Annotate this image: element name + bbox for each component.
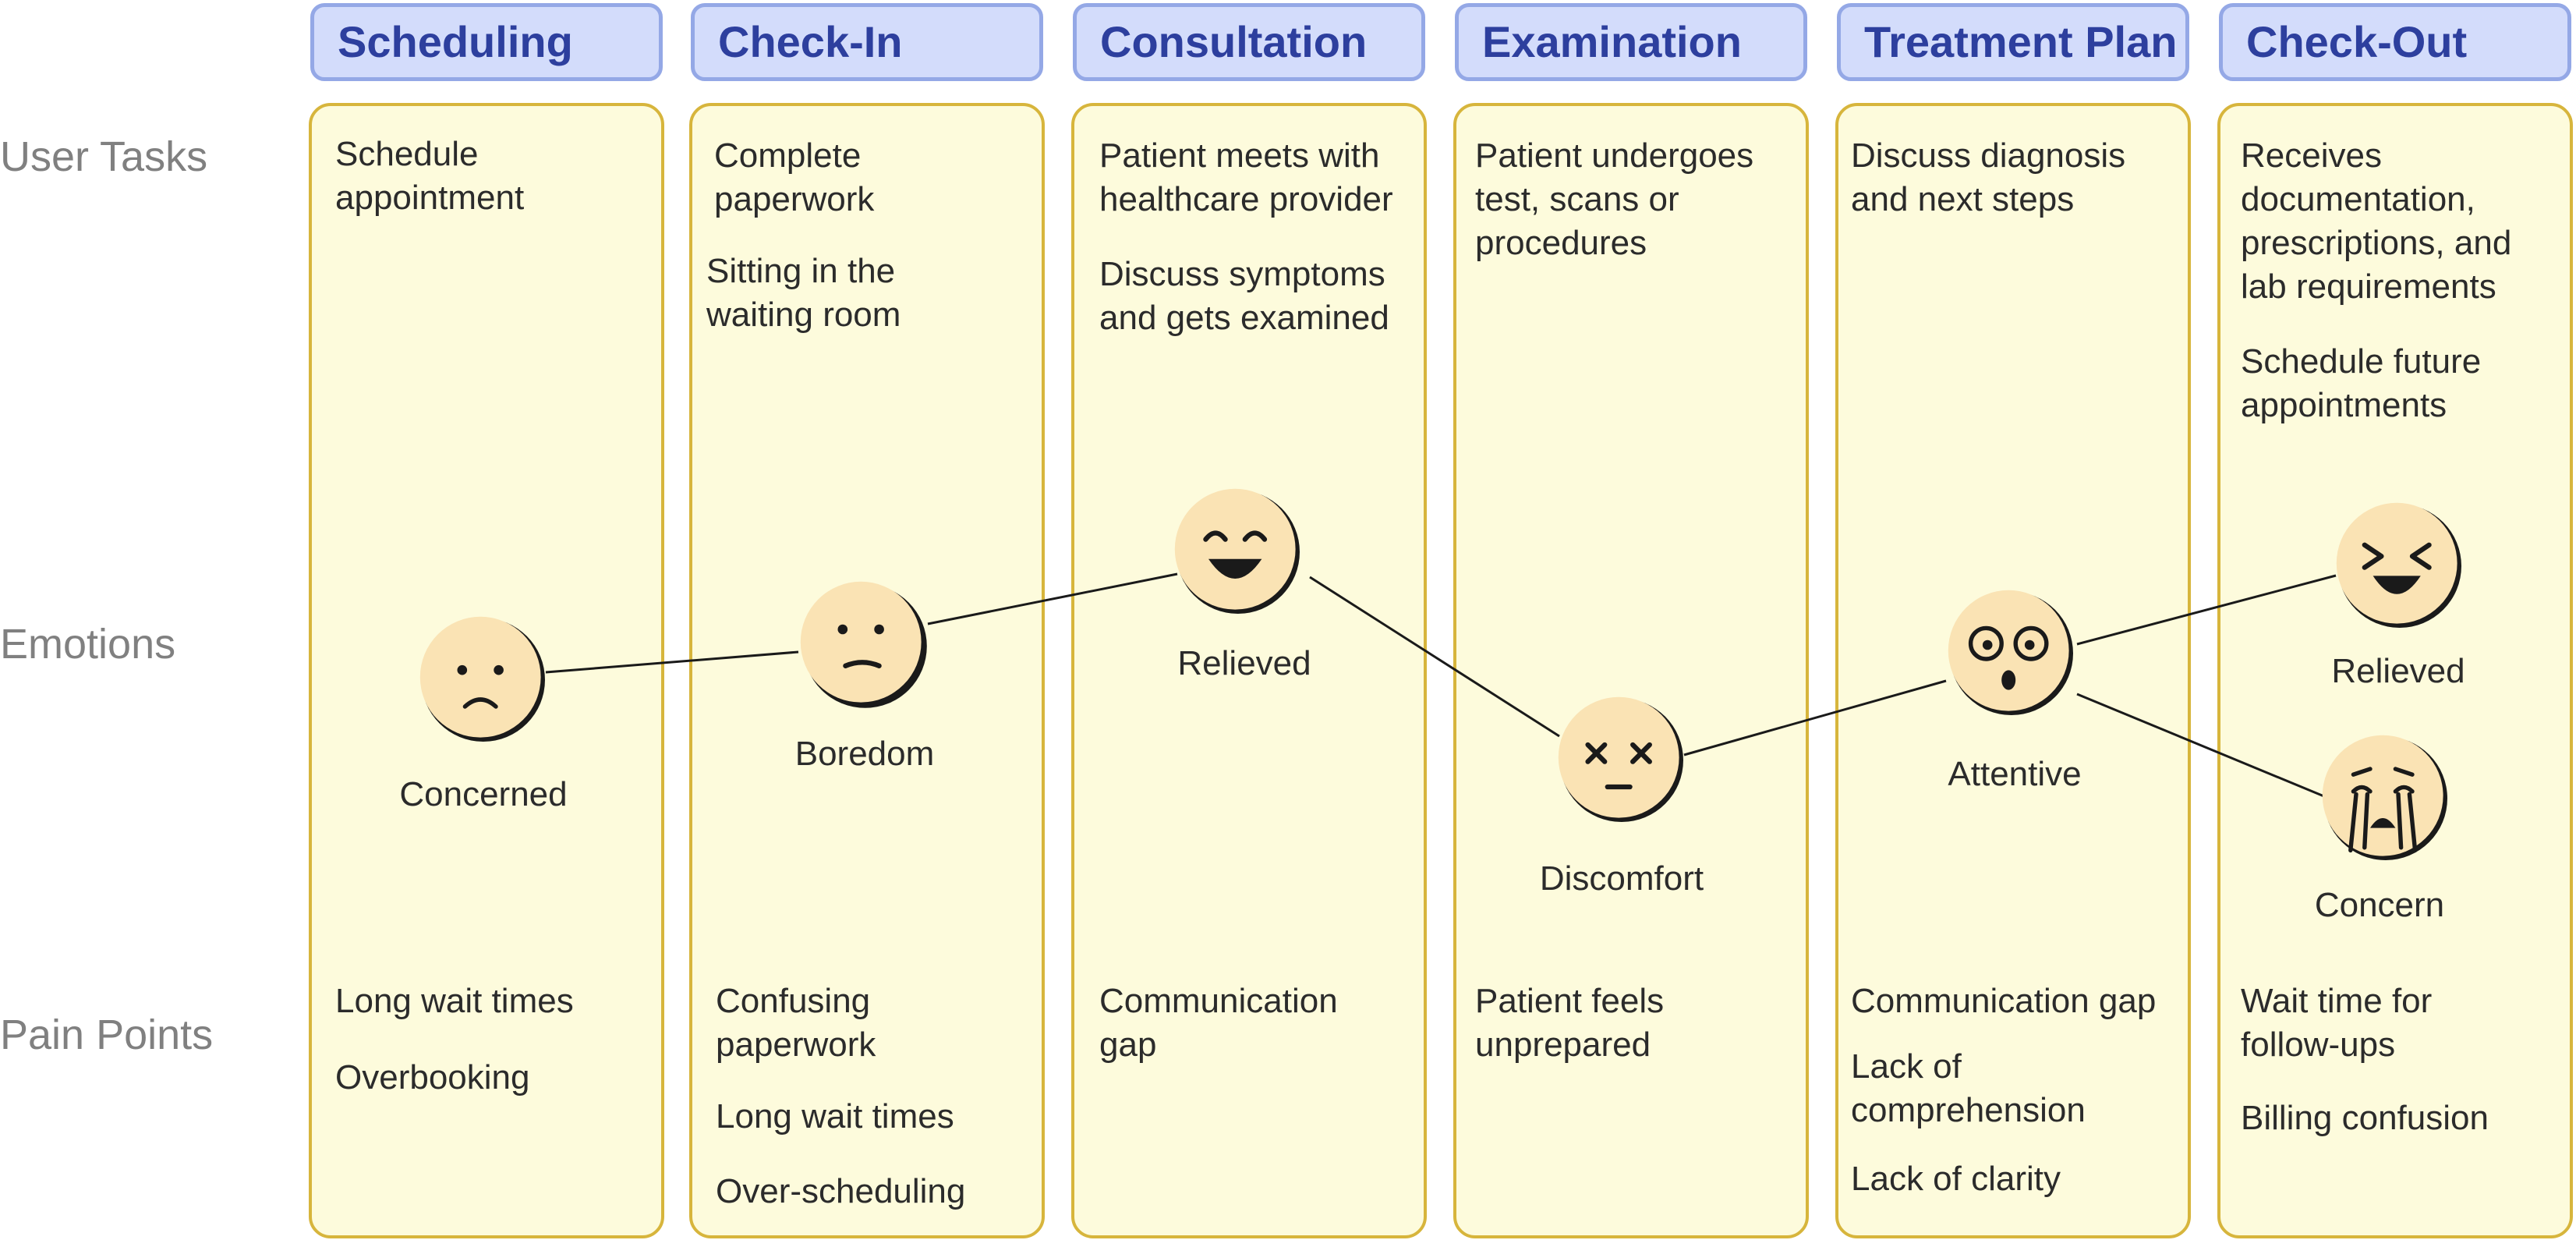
- task-item: Patient undergoes test, scans or procedu…: [1475, 136, 1754, 262]
- tasks-examination: Patient undergoes test, scans or procedu…: [1475, 134, 1787, 265]
- pains-examination: Patient feels unprepared: [1475, 980, 1709, 1067]
- pains-treatment-plan: Communication gap Lack of comprehension …: [1851, 980, 2194, 1201]
- task-item: Patient meets with healthcare provider: [1099, 136, 1393, 218]
- stage-column-consultation: [1071, 103, 1427, 1238]
- pain-item: Communication gap: [1851, 982, 2157, 1020]
- row-label-user-tasks: User Tasks: [0, 133, 208, 180]
- pain-item: Lack of comprehension: [1851, 1047, 2086, 1129]
- pain-item: Over-scheduling: [716, 1172, 966, 1210]
- stage-header-check-out: Check-Out: [2219, 3, 2571, 81]
- task-item: Schedule appointment: [335, 135, 525, 217]
- tasks-check-in: Complete paperwork Sitting in the waitin…: [706, 134, 940, 337]
- emotion-label-consultation: Relieved: [1177, 644, 1311, 682]
- pain-item: Long wait times: [335, 982, 574, 1020]
- pain-item: Confusing paperwork: [716, 982, 876, 1064]
- pains-consultation: Communication gap: [1099, 980, 1364, 1067]
- pains-scheduling: Long wait times Overbooking: [335, 980, 647, 1100]
- stage-header-consultation: Consultation: [1073, 3, 1425, 81]
- emotion-connector: [545, 650, 799, 674]
- pain-item: Billing confusion: [2241, 1099, 2489, 1137]
- laughing-face-icon: [2328, 494, 2468, 635]
- pain-item: Communication gap: [1099, 982, 1338, 1064]
- pain-item: Wait time for follow-ups: [2241, 982, 2433, 1064]
- crying-face-icon: [2314, 727, 2454, 867]
- tasks-scheduling: Schedule appointment: [335, 133, 569, 220]
- row-label-emotions: Emotions: [0, 621, 176, 668]
- stage-column-check-out: [2217, 103, 2573, 1238]
- pain-item: Long wait times: [716, 1097, 954, 1135]
- emotion-label-scheduling: Concerned: [399, 775, 568, 813]
- emotion-label-treatment-plan: Attentive: [1948, 755, 2082, 793]
- task-item: Receives documentation, prescriptions, a…: [2241, 136, 2512, 306]
- emotion-connector: [1309, 576, 1560, 738]
- stage-header-treatment-plan: Treatment Plan: [1837, 3, 2189, 81]
- pain-item: Patient feels unprepared: [1475, 982, 1665, 1064]
- smiling-face-icon: [1166, 480, 1307, 621]
- emotion-label-check-out-concern: Concern: [2314, 886, 2445, 924]
- emotion-connector: [2076, 693, 2330, 800]
- stage-header-examination: Examination: [1455, 3, 1807, 81]
- emotion-connector: [2076, 574, 2337, 646]
- task-item: Sitting in the waiting room: [706, 252, 901, 334]
- frown-face-icon: [412, 608, 552, 749]
- emotion-label-check-out-relieved: Relieved: [2331, 652, 2465, 690]
- task-item: Discuss symptoms and gets examined: [1099, 255, 1389, 337]
- pains-check-in: Confusing paperwork Long wait times Over…: [716, 980, 1012, 1213]
- tasks-treatment-plan: Discuss diagnosis and next steps: [1851, 134, 2163, 221]
- tasks-consultation: Patient meets with healthcare provider D…: [1099, 134, 1427, 340]
- task-item: Schedule future appointments: [2241, 342, 2482, 424]
- emotion-connector: [927, 572, 1178, 625]
- stage-header-check-in: Check-In: [691, 3, 1043, 81]
- tasks-check-out: Receives documentation, prescriptions, a…: [2241, 134, 2537, 427]
- task-item: Complete paperwork: [714, 136, 875, 218]
- row-label-pain-points: Pain Points: [0, 1011, 214, 1058]
- pains-check-out: Wait time for follow-ups Billing confusi…: [2241, 980, 2537, 1140]
- bored-face-icon: [792, 573, 932, 714]
- stage-column-examination: [1453, 103, 1809, 1238]
- emotion-connector: [1683, 679, 1947, 756]
- emotion-label-examination: Discomfort: [1539, 859, 1704, 898]
- emotion-label-check-in: Boredom: [794, 735, 935, 773]
- pain-item: Lack of clarity: [1851, 1160, 2061, 1198]
- task-item: Discuss diagnosis and next steps: [1851, 136, 2126, 218]
- dizzy-face-icon: [1550, 689, 1690, 829]
- pain-item: Overbooking: [335, 1058, 530, 1097]
- stage-header-scheduling: Scheduling: [310, 3, 663, 81]
- surprised-face-icon: [1940, 582, 2080, 722]
